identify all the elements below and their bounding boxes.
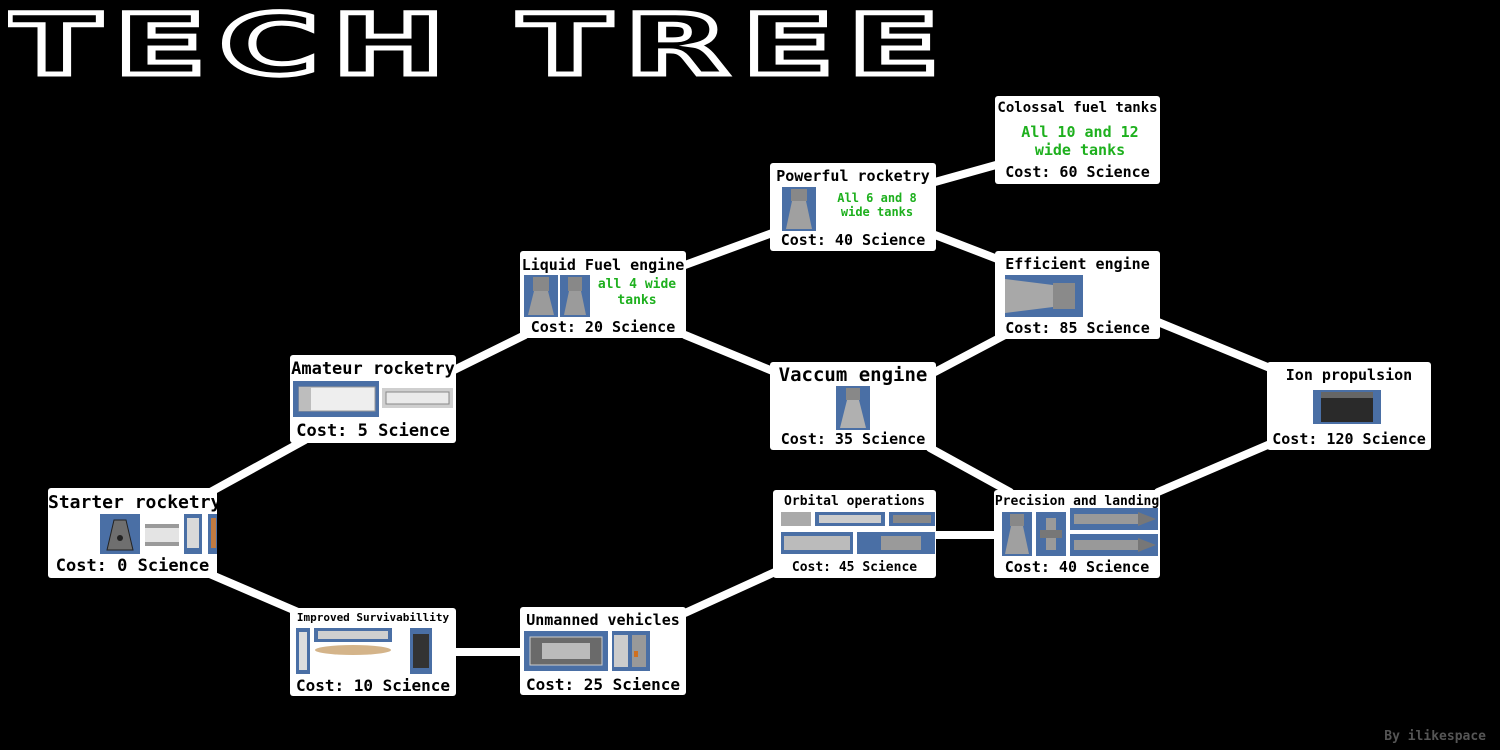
node-cost: Cost: 40 Science	[1004, 558, 1150, 576]
solid-booster-part-icon	[382, 388, 453, 408]
avionics-part-icon	[612, 631, 650, 671]
long-fuel-tank-part-icon	[293, 381, 379, 417]
link-vaccum-precision	[926, 444, 1014, 496]
liquid-engine-part-icon	[524, 275, 558, 317]
node-cost: Cost: 45 Science	[791, 560, 918, 575]
link-liquid-powerful	[681, 228, 779, 269]
probe-core-part-icon	[524, 631, 608, 671]
node-cost: Cost: 120 Science	[1272, 430, 1426, 448]
author-credit: By ilikespace	[1384, 729, 1486, 744]
capsule-part-icon	[100, 514, 140, 554]
efficient-engine-part-icon	[1005, 275, 1083, 317]
node-title: Powerful rocketry	[776, 167, 930, 185]
tech-tree-title: TECH TREE	[8, 2, 953, 84]
node-ion-propulsion[interactable]: Ion propulsion Cost: 120 Science	[1267, 362, 1431, 450]
node-colossal-fuel-tanks[interactable]: Colossal fuel tanks All 10 and 12 wide t…	[995, 96, 1160, 184]
node-title: Ion propulsion	[1285, 366, 1413, 384]
node-title: Starter rocketry	[48, 492, 217, 513]
node-precision-and-landing[interactable]: Precision and landing Cost: 40 Science	[994, 490, 1160, 578]
node-title: Unmanned vehicles	[526, 611, 680, 629]
link-powerful-colossal	[931, 161, 1000, 186]
node-cost: Cost: 35 Science	[780, 430, 926, 448]
node-cost: Cost: 85 Science	[1005, 319, 1150, 337]
node-title: Liquid Fuel engine	[521, 256, 685, 274]
node-unmanned-vehicles[interactable]: Unmanned vehicles Cost: 25 Science	[520, 607, 686, 695]
node-title: Efficient engine	[1005, 255, 1150, 273]
link-liquid-vaccum	[681, 331, 779, 376]
ion-engine-part-icon	[1313, 390, 1381, 424]
node-cost: Cost: 40 Science	[780, 231, 926, 249]
powerful-engine-part-icon	[782, 187, 816, 231]
title-text: TECH TREE	[8, 2, 953, 84]
node-cost: Cost: 25 Science	[525, 675, 681, 694]
landing-engine-part-icon	[1002, 512, 1032, 556]
node-title: Colossal fuel tanks	[997, 100, 1158, 116]
node-cost: Cost: 20 Science	[530, 318, 676, 336]
node-title: Amateur rocketry	[291, 359, 455, 379]
link-unmanned-orbital	[681, 568, 779, 617]
rcs-tank-part-icon	[781, 512, 935, 554]
node-liquid-fuel-engine[interactable]: Liquid Fuel engine all 4 wide tanks Cost…	[520, 251, 686, 338]
link-starter-amateur	[201, 436, 309, 499]
node-starter-rocketry[interactable]: Starter rocketry Cost: 0 Science	[48, 488, 217, 578]
liquid-engine-part-icon-2	[560, 275, 590, 317]
decoupler-part-icon	[208, 514, 217, 554]
node-description: all 4 wide tanks	[597, 277, 677, 308]
node-title: Precision and landing	[994, 494, 1160, 509]
heat-shield-part-icon	[314, 628, 392, 655]
node-cost: Cost: 60 Science	[1005, 163, 1150, 181]
node-amateur-rocketry[interactable]: Amateur rocketry Cost: 5 Science	[290, 355, 456, 443]
node-cost: Cost: 0 Science	[55, 556, 210, 576]
landing-leg-part-icon	[1070, 508, 1158, 556]
link-powerful-efficient	[931, 231, 1004, 264]
link-vaccum-efficient	[931, 331, 1009, 376]
node-title: Improved Survivabillity	[296, 611, 450, 624]
node-description: All 6 and 8 wide tanks	[837, 191, 917, 220]
battery-part-icon	[410, 628, 432, 674]
node-vaccum-engine[interactable]: Vaccum engine Cost: 35 Science	[770, 362, 936, 450]
rcs-thruster-part-icon	[1036, 512, 1066, 556]
node-powerful-rocketry[interactable]: Powerful rocketry All 6 and 8 wide tanks…	[770, 163, 936, 251]
node-description: All 10 and 12 wide tanks	[1021, 123, 1139, 159]
node-efficient-engine[interactable]: Efficient engine Cost: 85 Science	[995, 251, 1160, 339]
node-orbital-operations[interactable]: Orbital operations Cost: 45 Science	[773, 490, 936, 578]
vacuum-engine-part-icon	[836, 386, 870, 430]
parachute-part-icon	[296, 628, 310, 674]
link-efficient-ion	[1154, 318, 1274, 372]
link-starter-improved	[201, 568, 309, 619]
node-title: Orbital operations	[784, 494, 925, 509]
engine-part-icon	[184, 514, 202, 554]
node-cost: Cost: 10 Science	[295, 676, 451, 695]
link-amateur-liquid	[446, 331, 529, 376]
fuel-tank-part-icon	[145, 524, 179, 546]
node-cost: Cost: 5 Science	[296, 421, 450, 441]
node-improved-survivability[interactable]: Improved Survivabillity Cost: 10 Science	[290, 608, 456, 696]
node-title: Vaccum engine	[778, 364, 928, 386]
link-precision-ion	[1154, 440, 1274, 496]
